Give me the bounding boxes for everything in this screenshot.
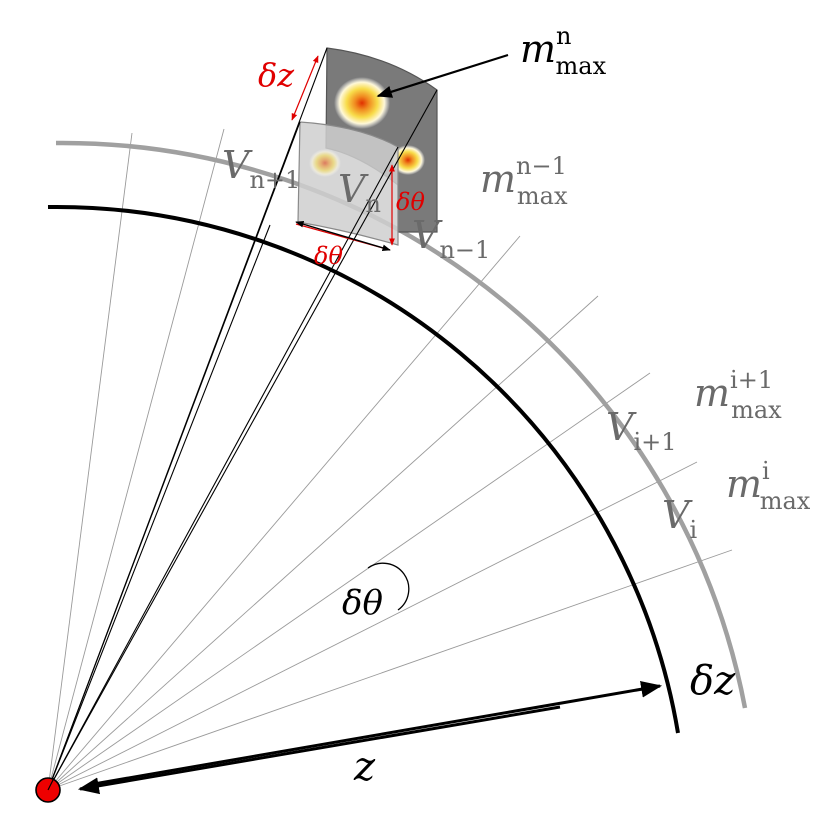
origin-tick xyxy=(47,777,55,791)
ray xyxy=(47,372,651,791)
label-V-n-minus-1: Vn−1 xyxy=(412,213,490,264)
label-delta-theta-red-h: δθ xyxy=(314,242,343,270)
label-V-i: Vi xyxy=(662,493,697,544)
m-n-pointer-arrow xyxy=(376,53,509,98)
angle-arc xyxy=(367,562,410,611)
cell-n-blob-edge xyxy=(391,145,425,175)
ray-cell xyxy=(47,146,399,791)
ray-cell xyxy=(47,224,271,791)
label-z: z xyxy=(353,744,376,790)
cell-n-blob xyxy=(334,77,390,129)
outer-arc xyxy=(55,140,748,709)
ray xyxy=(47,461,698,791)
ray-cell xyxy=(47,121,301,791)
ray-cell xyxy=(47,89,438,791)
delta-z-red-arrow xyxy=(291,55,319,121)
radial-rays xyxy=(47,128,733,791)
z-arrow xyxy=(77,705,561,795)
cell-rays xyxy=(47,47,438,791)
ray xyxy=(47,128,225,791)
label-delta-theta: δθ xyxy=(342,583,383,623)
ray xyxy=(47,235,521,791)
cell-front-blob xyxy=(309,149,341,177)
inner-arc xyxy=(47,204,680,734)
label-delta-z-red: δz xyxy=(258,56,295,94)
ray xyxy=(47,295,599,791)
label-delta-z: δz xyxy=(690,658,736,704)
label-V-n-plus-1: Vn+1 xyxy=(222,143,300,194)
ray xyxy=(47,549,733,791)
label-delta-theta-red-v: δθ xyxy=(396,188,425,216)
label-V-n: Vn xyxy=(338,167,381,218)
delta-theta-arrow-h xyxy=(295,220,391,252)
label-V-i-plus-1: Vi+1 xyxy=(606,405,677,456)
delta-z-arrow xyxy=(87,680,663,787)
ray xyxy=(47,132,133,791)
